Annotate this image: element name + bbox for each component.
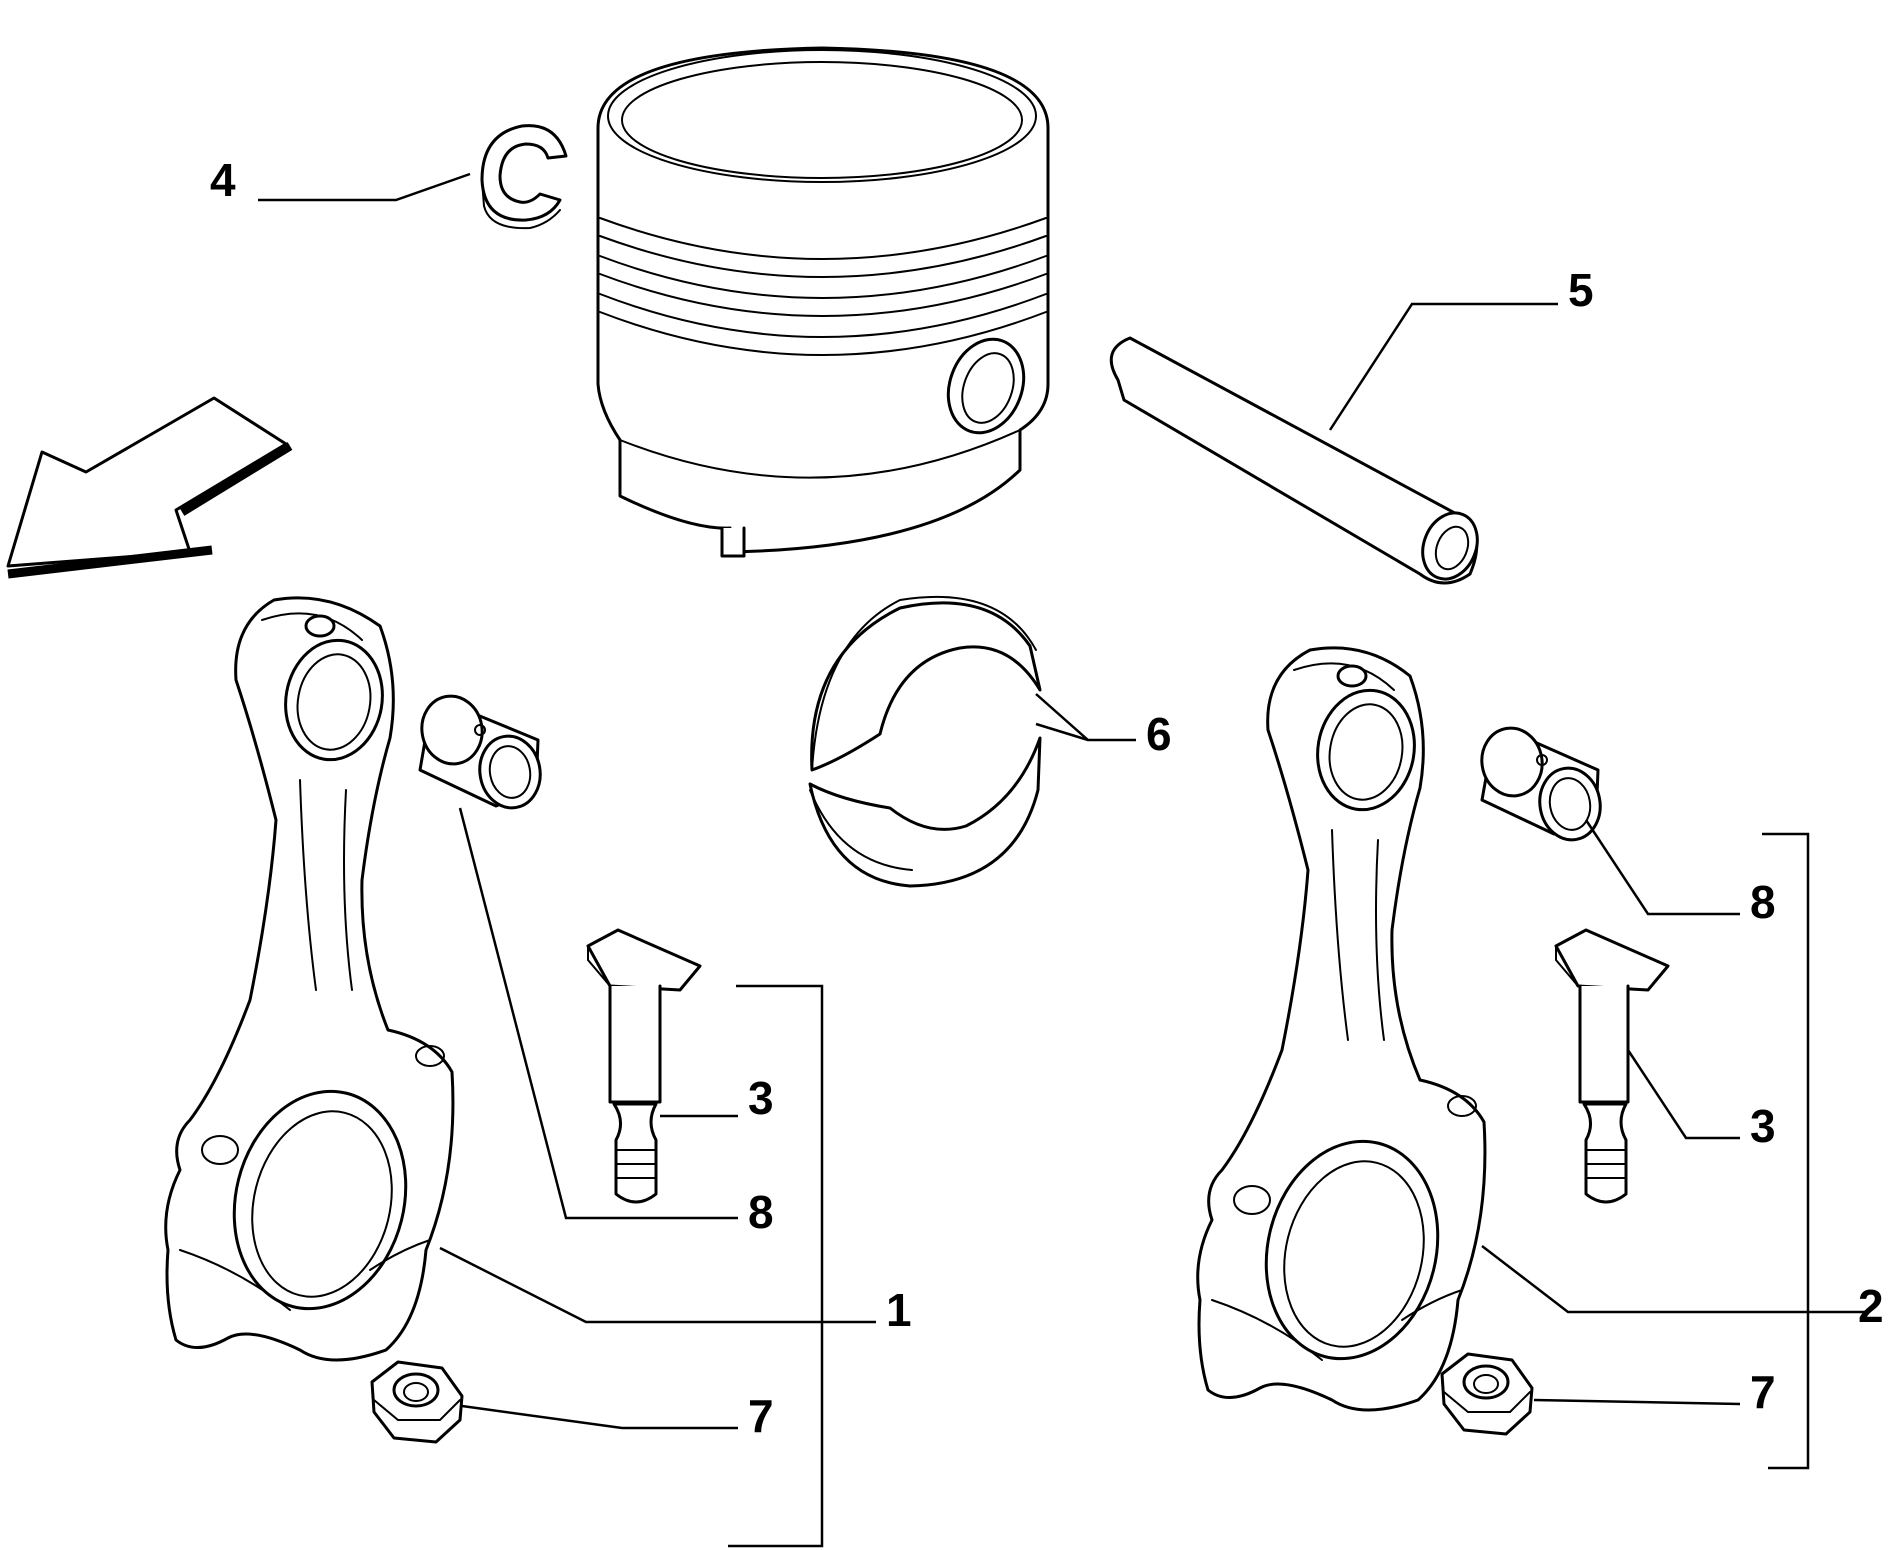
piston-pin-circlip <box>480 124 568 230</box>
small-end-bushing-right <box>1480 726 1602 842</box>
kit-brackets <box>728 832 1810 1548</box>
connecting-rod-right <box>1196 646 1487 1412</box>
callout-8-right: 8 <box>1750 876 1776 928</box>
connecting-rod-left <box>164 596 455 1362</box>
callout-7-left: 7 <box>748 1390 774 1442</box>
kit-bracket-right <box>1762 832 1810 1470</box>
leader-3-right <box>1626 1049 1740 1140</box>
callout-7-right: 7 <box>1750 1366 1776 1418</box>
piston <box>596 46 1050 558</box>
callout-5: 5 <box>1568 264 1594 316</box>
connecting-rod-bolt-left <box>586 928 702 1204</box>
callout-4: 4 <box>210 154 236 206</box>
leader-2 <box>1481 1245 1866 1314</box>
connecting-rod-bolt-right <box>1554 928 1670 1204</box>
leader-lines <box>258 172 1866 1430</box>
small-end-bushing-left <box>418 694 542 810</box>
callout-3-left: 3 <box>748 1072 774 1124</box>
conrod-nut-left <box>370 1360 464 1444</box>
leader-6 <box>1035 693 1136 742</box>
callout-2: 2 <box>1858 1280 1884 1332</box>
callout-8-left: 8 <box>748 1186 774 1238</box>
piston-pin <box>1109 336 1479 585</box>
leader-1 <box>439 1246 876 1324</box>
kit-bracket-left <box>728 984 824 1548</box>
leader-4 <box>258 172 471 202</box>
leader-8-right <box>1584 819 1740 916</box>
callout-labels: 4 5 6 8 3 1 7 8 3 2 7 <box>210 154 1884 1442</box>
connecting-rod-bearing-shells <box>808 595 1042 888</box>
leader-7-left <box>461 1404 738 1430</box>
callout-1: 1 <box>886 1284 912 1336</box>
leader-8-left <box>458 807 738 1220</box>
leader-7-right <box>1533 1398 1741 1406</box>
direction-arrow-icon <box>6 396 293 579</box>
callout-6: 6 <box>1146 708 1172 760</box>
leader-5 <box>1328 302 1558 431</box>
callout-3-right: 3 <box>1750 1100 1776 1152</box>
conrod-nut-right <box>1440 1352 1534 1436</box>
